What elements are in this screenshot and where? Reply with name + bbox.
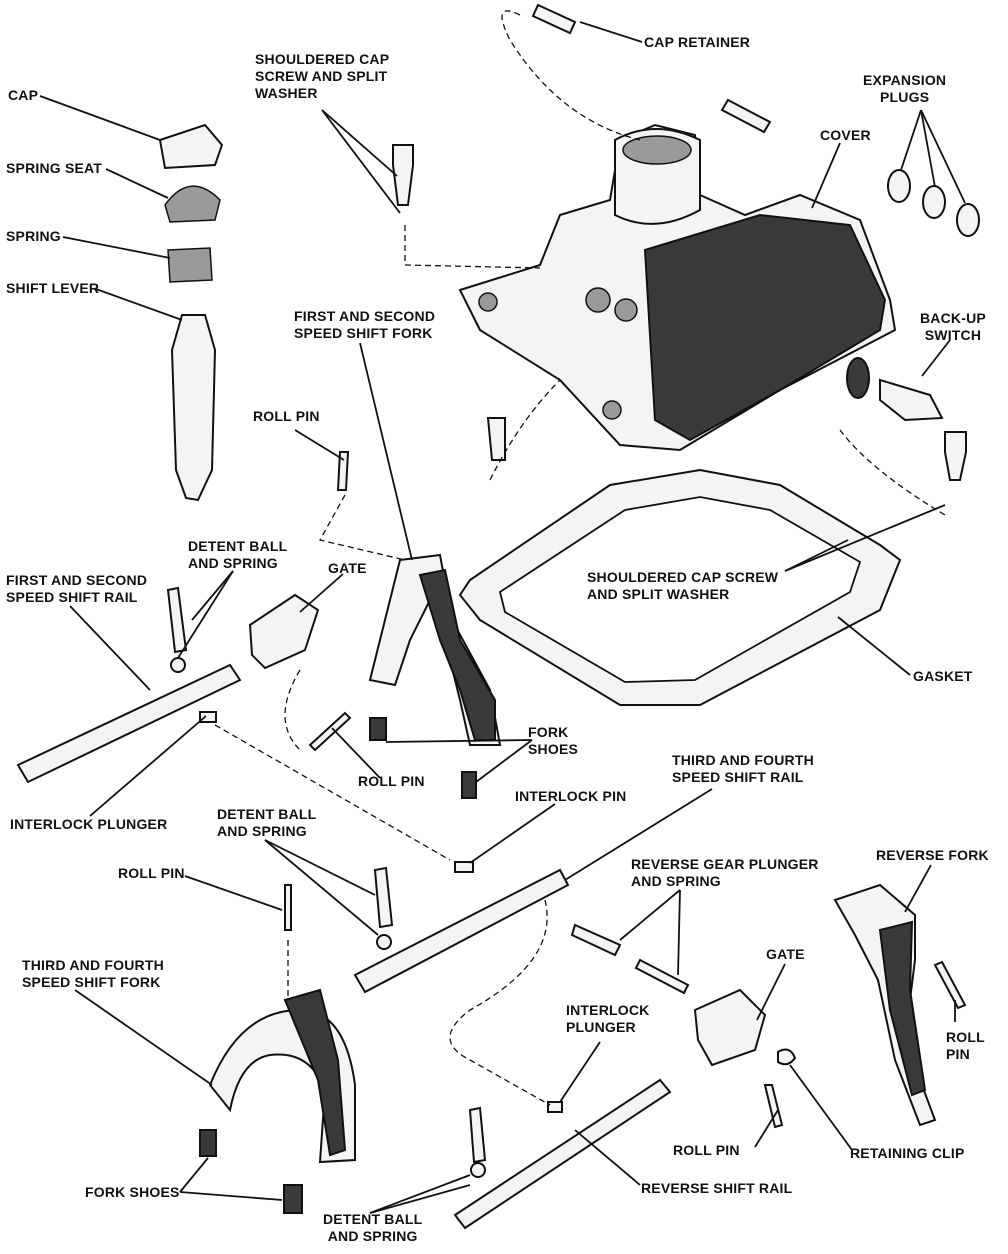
- label-third-fourth-fork: THIRD AND FOURTH SPEED SHIFT FORK: [22, 957, 164, 990]
- label-retaining-clip: RETAINING CLIP: [850, 1145, 965, 1161]
- small-parts: [166, 451, 967, 1214]
- label-detent-ball-spring-bottom: DETENT BALL AND SPRING: [323, 1211, 423, 1244]
- dashed-assembly-lines: [214, 10, 946, 1106]
- label-reverse-shift-rail: REVERSE SHIFT RAIL: [641, 1180, 793, 1196]
- label-interlock-pin: INTERLOCK PIN: [515, 788, 627, 804]
- reverse-fork-part: [833, 883, 937, 1127]
- cover-assembly: [458, 123, 897, 452]
- label-fork-shoes-bottom: FORK SHOES: [85, 1184, 180, 1200]
- reverse-rail-part: [453, 1078, 672, 1230]
- first-second-fork-part: [368, 553, 502, 746]
- label-roll-pin-left: ROLL PIN: [118, 865, 185, 881]
- label-gate-left: GATE: [328, 560, 367, 576]
- label-spring: SPRING: [6, 228, 61, 244]
- gasket-shape: [458, 468, 902, 706]
- label-cover: COVER: [820, 127, 871, 143]
- third-fourth-fork-part: [208, 988, 356, 1164]
- first-second-rail-part: [16, 663, 242, 784]
- label-first-second-rail: FIRST AND SECOND SPEED SHIFT RAIL: [6, 572, 148, 605]
- shift-lever-stack: [158, 123, 224, 502]
- label-roll-pin-bottom: ROLL PIN: [673, 1142, 740, 1158]
- label-gate-right: GATE: [766, 946, 805, 962]
- third-fourth-rail-part: [353, 868, 570, 994]
- expansion-plugs-part: [887, 169, 980, 237]
- label-roll-pin-top: ROLL PIN: [253, 408, 320, 424]
- backup-switch-part: [846, 357, 944, 422]
- label-gasket: GASKET: [913, 668, 973, 684]
- label-shift-lever: SHIFT LEVER: [6, 280, 100, 296]
- label-detent-ball-spring-mid: DETENT BALL AND SPRING: [217, 806, 317, 839]
- label-third-fourth-rail: THIRD AND FOURTH SPEED SHIFT RAIL: [672, 752, 814, 785]
- label-expansion-plugs: EXPANSION PLUGS: [863, 72, 947, 105]
- screws-part: [392, 98, 967, 481]
- label-shouldered-cap-screw-right: SHOULDERED CAP SCREW AND SPLIT WASHER: [587, 569, 779, 602]
- label-fork-shoes-mid: FORK SHOES: [528, 724, 579, 757]
- label-cap: CAP: [8, 87, 39, 103]
- gates-part: [248, 593, 767, 1067]
- label-reverse-fork: REVERSE FORK: [876, 847, 989, 863]
- leader-lines: [39, 21, 966, 1214]
- label-interlock-plunger-bottom: INTERLOCK PLUNGER: [566, 1002, 650, 1035]
- cap-retainer-part: [531, 3, 577, 35]
- label-roll-pin-mid: ROLL PIN: [358, 773, 425, 789]
- label-interlock-plunger-left: INTERLOCK PLUNGER: [10, 816, 168, 832]
- label-reverse-plunger: REVERSE GEAR PLUNGER AND SPRING: [631, 856, 819, 889]
- label-first-second-fork: FIRST AND SECOND SPEED SHIFT FORK: [294, 308, 436, 341]
- label-detent-ball-spring-top: DETENT BALL AND SPRING: [188, 538, 288, 571]
- label-shouldered-cap-screw-top: SHOULDERED CAP SCREW AND SPLIT WASHER: [255, 51, 390, 101]
- label-cap-retainer: CAP RETAINER: [644, 34, 751, 50]
- label-spring-seat: SPRING SEAT: [6, 160, 103, 176]
- label-roll-pin-right: ROLL PIN: [946, 1029, 985, 1062]
- label-backup-switch: BACK-UP SWITCH: [920, 310, 986, 343]
